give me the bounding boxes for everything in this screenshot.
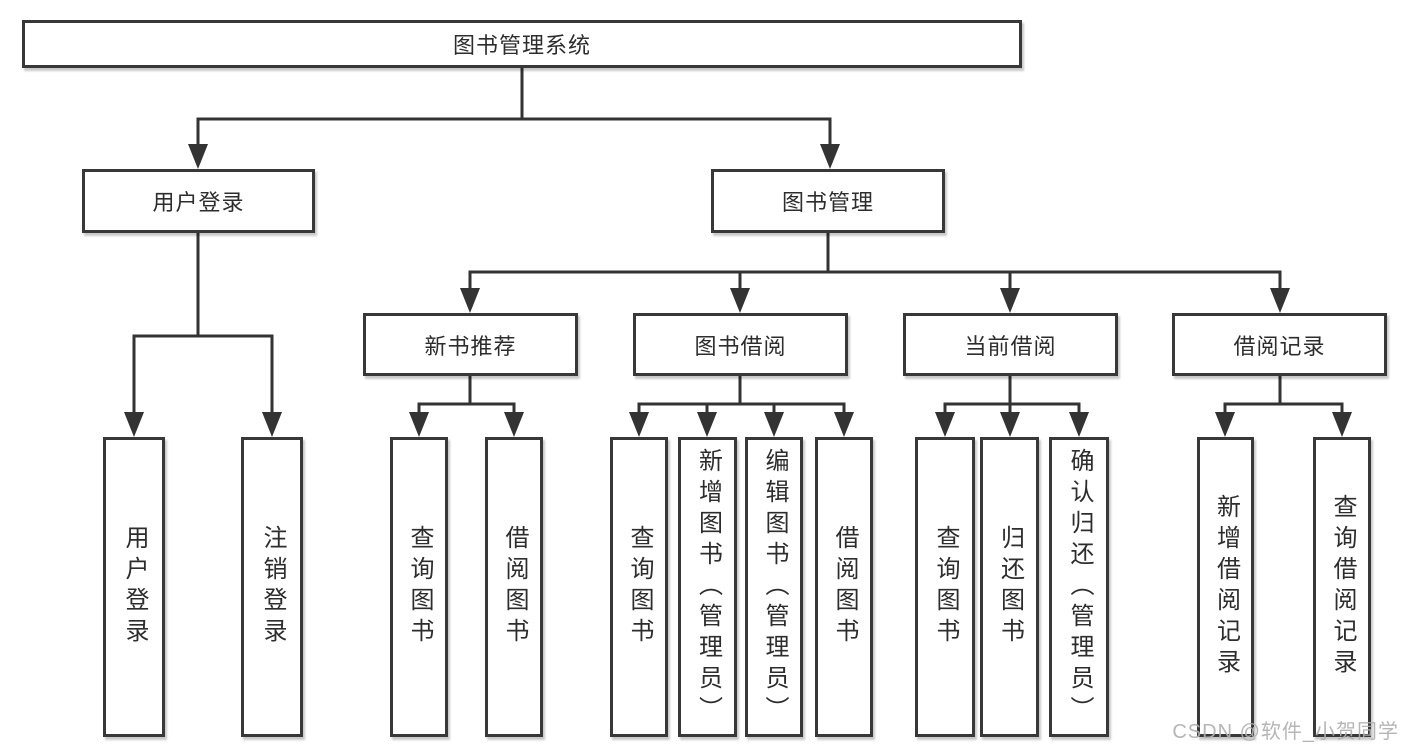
leaf-logout-login: 注销登录	[241, 437, 303, 737]
node-book-management-label: 图书管理	[781, 190, 874, 215]
node-book-borrowing: 图书借阅	[633, 313, 848, 376]
leaf-borrowing-query-books: 查询图书	[610, 437, 668, 737]
leaf-current-query-books: 查询图书	[915, 437, 975, 737]
node-root: 图书管理系统	[22, 20, 1022, 68]
leaf-edit-books-admin-label: 编辑图书（管理员）	[761, 447, 788, 727]
node-borrowing-records: 借阅记录	[1172, 313, 1387, 376]
leaf-add-borrow-record: 新增借阅记录	[1197, 437, 1254, 737]
leaf-borrowing-query-books-label: 查询图书	[626, 525, 653, 649]
leaf-return-books: 归还图书	[980, 437, 1039, 737]
node-user-login-label: 用户登录	[152, 190, 245, 215]
leaf-logout-login-label: 注销登录	[259, 525, 286, 649]
node-borrowing-records-label: 借阅记录	[1233, 333, 1326, 359]
leaf-newbook-borrow-books: 借阅图书	[485, 437, 543, 737]
leaf-borrowing-borrow-books-label: 借阅图书	[831, 525, 858, 649]
leaf-borrowing-borrow-books: 借阅图书	[815, 437, 873, 737]
leaf-query-borrow-record: 查询借阅记录	[1313, 437, 1371, 737]
connector-newbook-to-leaves	[409, 376, 524, 437]
leaf-user-login-label: 用户登录	[121, 525, 148, 649]
connector-login-to-leaves	[124, 233, 282, 437]
leaf-newbook-query-books-label: 查询图书	[406, 525, 433, 649]
node-user-login: 用户登录	[82, 169, 315, 233]
node-new-book-recommend-label: 新书推荐	[424, 333, 517, 359]
leaf-query-borrow-record-label: 查询借阅记录	[1329, 494, 1356, 680]
leaf-confirm-return-admin-label: 确认归还（管理员）	[1066, 447, 1093, 727]
leaf-newbook-query-books: 查询图书	[390, 437, 448, 737]
leaf-add-books-admin-label: 新增图书（管理员）	[694, 447, 722, 727]
leaf-return-books-label: 归还图书	[996, 525, 1024, 649]
leaf-add-books-admin: 新增图书（管理员）	[678, 437, 737, 737]
connector-records-to-leaves	[1215, 376, 1352, 437]
leaf-add-borrow-record-label: 新增借阅记录	[1212, 494, 1240, 680]
leaf-current-query-books-label: 查询图书	[932, 525, 959, 649]
node-current-borrowing: 当前借阅	[903, 313, 1118, 376]
node-current-borrowing-label: 当前借阅	[964, 333, 1057, 359]
connector-current-to-leaves	[935, 376, 1089, 437]
node-root-label: 图书管理系统	[452, 33, 591, 58]
connector-management-to-level2	[460, 233, 1290, 313]
node-new-book-recommend: 新书推荐	[363, 313, 578, 376]
leaf-user-login: 用户登录	[103, 437, 165, 737]
leaf-edit-books-admin: 编辑图书（管理员）	[745, 437, 803, 737]
connector-root-to-level1	[188, 68, 840, 169]
leaf-confirm-return-admin: 确认归还（管理员）	[1049, 437, 1109, 737]
node-book-management: 图书管理	[711, 169, 945, 233]
connector-borrow-to-leaves	[629, 376, 854, 437]
leaf-newbook-borrow-books-label: 借阅图书	[501, 525, 528, 649]
csdn-watermark: CSDN @软件_小贺同学	[1172, 721, 1399, 743]
node-book-borrowing-label: 图书借阅	[694, 333, 787, 359]
